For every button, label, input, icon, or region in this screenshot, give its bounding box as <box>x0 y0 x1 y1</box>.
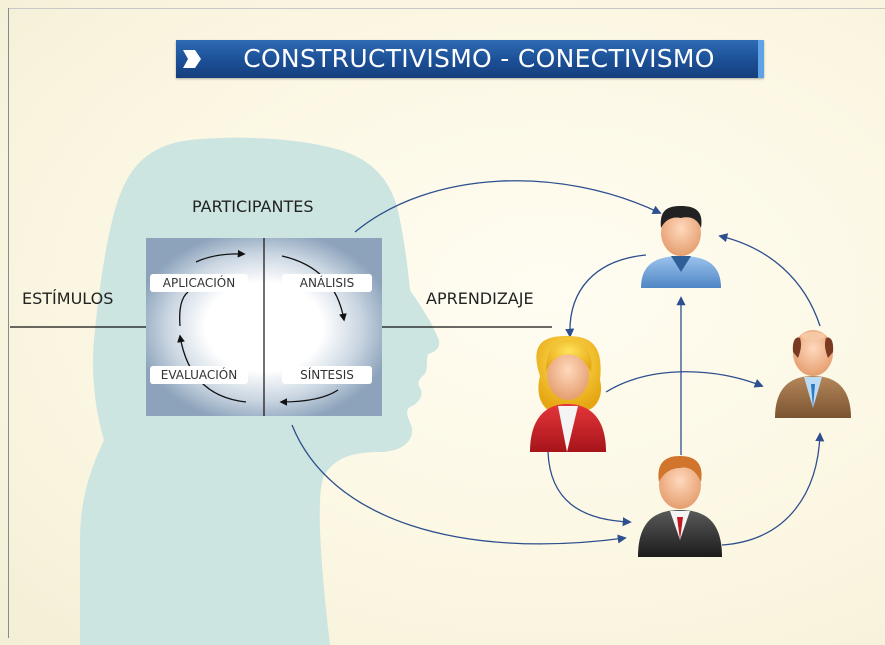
cycle-label-aplicacion: APLICACIÓN <box>150 274 248 292</box>
title-bar-accent <box>758 40 764 78</box>
arrow-woman-to-man-dark <box>547 451 632 527</box>
arrow-participantes-to-man-blue <box>354 180 662 233</box>
man-blue-shirt-icon <box>641 206 721 288</box>
cycle-arrow-bottom <box>279 389 339 406</box>
arrow-woman-to-bald <box>605 371 764 393</box>
label-estimulos: ESTÍMULOS <box>22 289 114 308</box>
page-title: CONSTRUCTIVISMO - CONECTIVISMO <box>243 44 715 73</box>
title-arrow-icon <box>183 50 201 68</box>
arrow-box-to-man-dark <box>291 424 627 545</box>
woman-red-jacket-icon <box>530 336 606 452</box>
cycle-arrow-left <box>179 291 189 327</box>
arrow-man-blue-to-woman <box>565 254 647 338</box>
cycle-label-evaluacion: EVALUACIÓN <box>150 366 248 384</box>
label-aprendizaje: APRENDIZAJE <box>426 289 534 308</box>
arrow-man-dark-to-bald <box>721 432 825 546</box>
cycle-label-sintesis: SÍNTESIS <box>282 366 372 384</box>
bald-man-brown-suit-icon <box>775 330 851 418</box>
cycle-label-analisis: ANÁLISIS <box>282 274 372 292</box>
frame-top-border <box>8 8 885 9</box>
arrow-bald-to-man-blue <box>718 233 821 327</box>
cycle-arrow-top <box>195 249 246 263</box>
title-bar <box>176 40 764 78</box>
frame-left-border <box>8 8 9 638</box>
man-dark-suit-icon <box>638 456 722 557</box>
label-participantes: PARTICIPANTES <box>192 197 314 216</box>
